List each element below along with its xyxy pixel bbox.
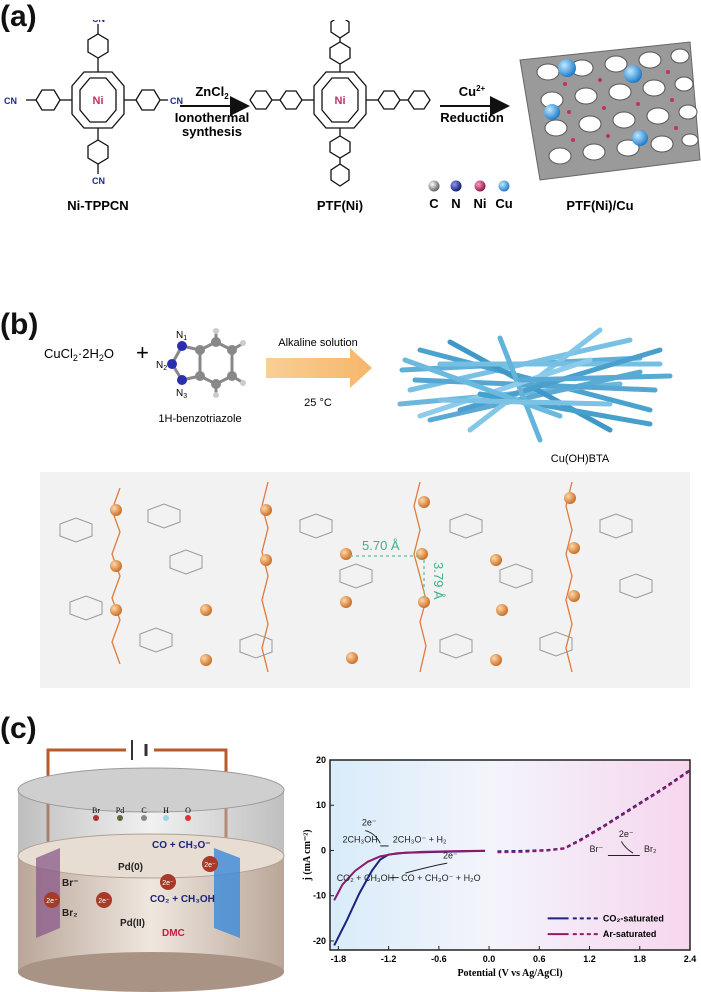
lsv-chart: -1.8 -1.2 -0.6 0.0 0.6 1.2 1.8 2.4 -20 -10 0 10 20 2… [302, 755, 697, 979]
n3-label: N3 [176, 388, 187, 400]
annotation-br2: Br₂ [644, 844, 657, 854]
panel-a-label: (a) [0, 0, 37, 33]
annotation-br-minus: Br⁻ [590, 844, 604, 854]
x-tick-label: 1.2 [583, 954, 596, 964]
x-tick-label: 2.4 [684, 954, 697, 964]
svg-text:Br: Br [92, 806, 100, 815]
chart-legend: CO₂-saturated Ar-saturated [547, 913, 664, 939]
x-tick-label: 0.6 [533, 954, 546, 964]
arrow1-bottom-1: Ionothermal [175, 110, 249, 125]
arrow1-bottom-2: synthesis [182, 124, 242, 139]
y-tick-label: 0 [321, 845, 326, 855]
arrow1-top: ZnCl2 [195, 84, 229, 101]
ptf-ni-label: PTF(Ni) [317, 198, 363, 213]
benzotriazole-molecule [167, 328, 246, 398]
ni-center-label-1: Ni [93, 95, 104, 107]
atom-legend: C N Ni Cu [428, 180, 513, 211]
alkaline-solution-label: Alkaline solution [278, 337, 358, 349]
anode-electrode [36, 848, 60, 938]
cn-left-1: CN [4, 96, 17, 106]
benzotriazole-label: 1H-benzotriazole [158, 413, 241, 425]
cell-pd0: Pd(0) [118, 862, 143, 873]
n2-label: N2 [156, 360, 167, 372]
cell-br2: Br₂ [62, 908, 78, 919]
ptf-ni-cu-framework [519, 41, 701, 181]
plus-sign: + [136, 340, 149, 365]
panel-b-label: (b) [0, 308, 39, 341]
x-tick-label: -0.6 [431, 954, 447, 964]
legend-co2-saturated: CO₂-saturated [603, 913, 664, 923]
distance-5-70: 5.70 Å [362, 538, 400, 553]
svg-text:2e⁻: 2e⁻ [46, 898, 58, 905]
cu-oh-bta-nanowires [397, 327, 673, 443]
svg-text:Cu: Cu [495, 196, 512, 211]
series-2-cathodic-line [333, 849, 485, 901]
y-tick-label: 10 [316, 800, 326, 810]
n1-label: N1 [176, 330, 187, 342]
ptf-ni-cu-label: PTF(Ni)/Cu [566, 198, 633, 213]
cucl2-reagent: CuCl2·2H2O [44, 346, 114, 363]
distance-3-79: 3.79 Å [431, 562, 446, 600]
ni-tppcn-structure [26, 24, 168, 174]
cell-dmc: DMC [162, 928, 185, 939]
crystal-structure-panel [40, 472, 690, 688]
annotation-2e-2: 2e⁻ [443, 851, 458, 861]
arrow-r1-curve [365, 830, 381, 844]
svg-text:N: N [451, 196, 460, 211]
svg-text:2e⁻: 2e⁻ [204, 862, 216, 869]
x-tick-label: -1.8 [331, 954, 347, 964]
svg-text:Ni: Ni [474, 196, 487, 211]
svg-text:Pd: Pd [116, 806, 124, 815]
arrow2-bottom: Reduction [440, 110, 504, 125]
x-tick-label: -1.2 [381, 954, 397, 964]
x-tick-label: 0.0 [483, 954, 496, 964]
x-tick-label: 1.8 [634, 954, 647, 964]
y-tick-label: -10 [313, 891, 326, 901]
cu-oh-bta-label: Cu(OH)BTA [551, 453, 610, 465]
cn-top-1: CN [92, 20, 105, 24]
annotation-co2-ch3oh: CO₂ + CH₃OH [337, 873, 394, 883]
cell-pd2: Pd(II) [120, 918, 145, 929]
ptf-ni-structure [249, 20, 431, 187]
cell-br-minus: Br⁻ [62, 878, 78, 889]
panel-c-label: (c) [0, 712, 37, 745]
annotation-2ch3o-h2: 2CH₃O⁻ + H₂ [393, 834, 447, 844]
annotation-co-ch3o-h2o: CO + CH₃O⁻ + H₂O [401, 873, 480, 883]
y-axis-label: j (mA cm⁻²) [302, 829, 313, 881]
cell-co-ch3o: CO + CH₃O⁻ [152, 840, 211, 851]
ni-center-label-2: Ni [335, 95, 346, 107]
temperature-label: 25 °C [304, 397, 332, 409]
svg-text:C: C [429, 196, 439, 211]
svg-text:O: O [185, 806, 191, 815]
panel-a-figure: Ni CN CN CN CN ZnCl2 Ionothermal synthes… [4, 20, 701, 213]
cn-right-1: CN [170, 96, 183, 106]
cell-legend: Br Pd C H O [92, 806, 191, 821]
svg-text:C: C [141, 806, 146, 815]
cn-bottom-1: CN [92, 176, 105, 186]
panel-b-figure: CuCl2·2H2O + N1 N2 N3 1H-benzotriazole A… [40, 327, 690, 688]
legend-ar-saturated: Ar-saturated [603, 929, 657, 939]
annotation-2e-1: 2e⁻ [362, 818, 377, 828]
y-tick-label: -20 [313, 936, 326, 946]
cathode-electrode [214, 848, 240, 938]
series-2-anodic-line [497, 770, 691, 854]
annotation-2e-3: 2e⁻ [619, 829, 634, 839]
arrow-br-curve [620, 841, 634, 854]
arrow-r2-curve [405, 862, 448, 874]
arrow2-top: Cu2+ [459, 84, 486, 99]
x-axis-label: Potential (V vs Ag/AgCl) [457, 968, 562, 979]
annotation-2ch3oh: 2CH₃OH [343, 834, 378, 844]
cell-electron-markers: 2e⁻ 2e⁻ 2e⁻ 2e⁻ [44, 856, 218, 908]
electrochemical-cell: Br Pd C H O Br⁻ Br₂ Pd(0) Pd(II) DMC CO … [17, 740, 285, 992]
reaction-arrow [266, 348, 372, 388]
svg-text:2e⁻: 2e⁻ [98, 898, 110, 905]
ni-tppcn-label: Ni-TPPCN [67, 198, 128, 213]
svg-text:H: H [163, 806, 169, 815]
cell-co2-ch3oh: CO₂ + CH₃OH [150, 894, 215, 905]
y-tick-label: 20 [316, 755, 326, 765]
svg-text:2e⁻: 2e⁻ [162, 880, 174, 887]
